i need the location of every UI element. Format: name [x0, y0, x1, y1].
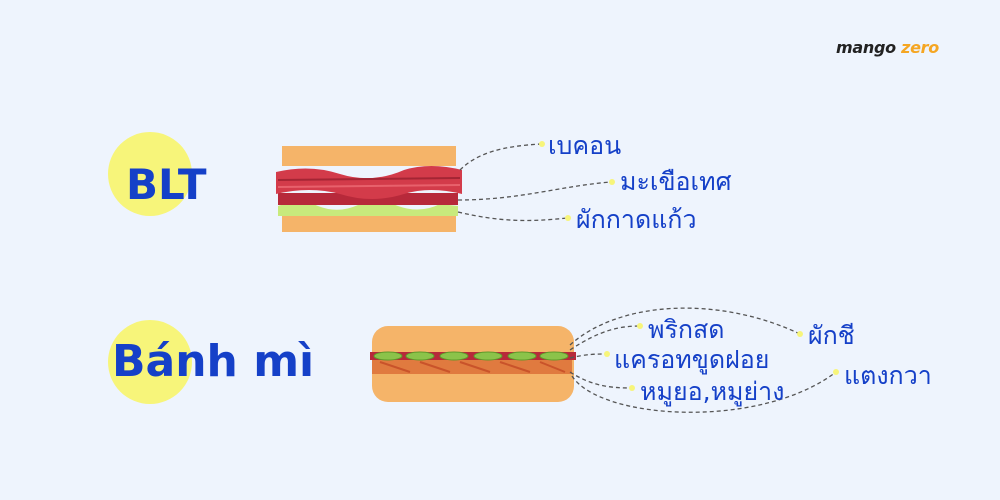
banhmi-connector-dots [604, 323, 839, 391]
blt-label-bacon: เบคอน [548, 131, 622, 160]
logo-text-main: mango [836, 38, 902, 57]
banhmi-label-cucumber: แตงกวา [844, 361, 932, 390]
banhmi-label-chili: พริกสด [648, 315, 725, 344]
blt-bacon [276, 166, 462, 199]
blt-bottom-bread [282, 212, 456, 232]
blt-connector-dots [539, 141, 615, 221]
banhmi-highlight-blob [108, 320, 192, 404]
banhmi-label-coriander: ผักชี [808, 321, 855, 350]
logo-text-accent: zero [901, 38, 939, 57]
blt-highlight-blob [108, 132, 192, 216]
banhmi-label-carrot: แครอทขูดฝอย [614, 345, 770, 374]
blt-connectors [457, 143, 612, 222]
brand-logo: mango zero [836, 38, 939, 57]
blt-tomato [278, 193, 458, 205]
blt-label-tomato: มะเขือเทศ [620, 167, 732, 196]
blt-top-bread [282, 146, 456, 166]
banhmi-connectors [569, 307, 837, 413]
blt-lettuce [278, 201, 458, 216]
banhmi-sandwich-icon [370, 326, 576, 402]
banhmi-title: Bánh mì [112, 336, 315, 387]
blt-sandwich-icon [276, 146, 462, 232]
blt-title: BLT [126, 160, 207, 209]
banhmi-label-pork: หมูยอ,หมูย่าง [640, 377, 785, 406]
blt-label-lettuce: ผักกาดแก้ว [576, 205, 697, 234]
